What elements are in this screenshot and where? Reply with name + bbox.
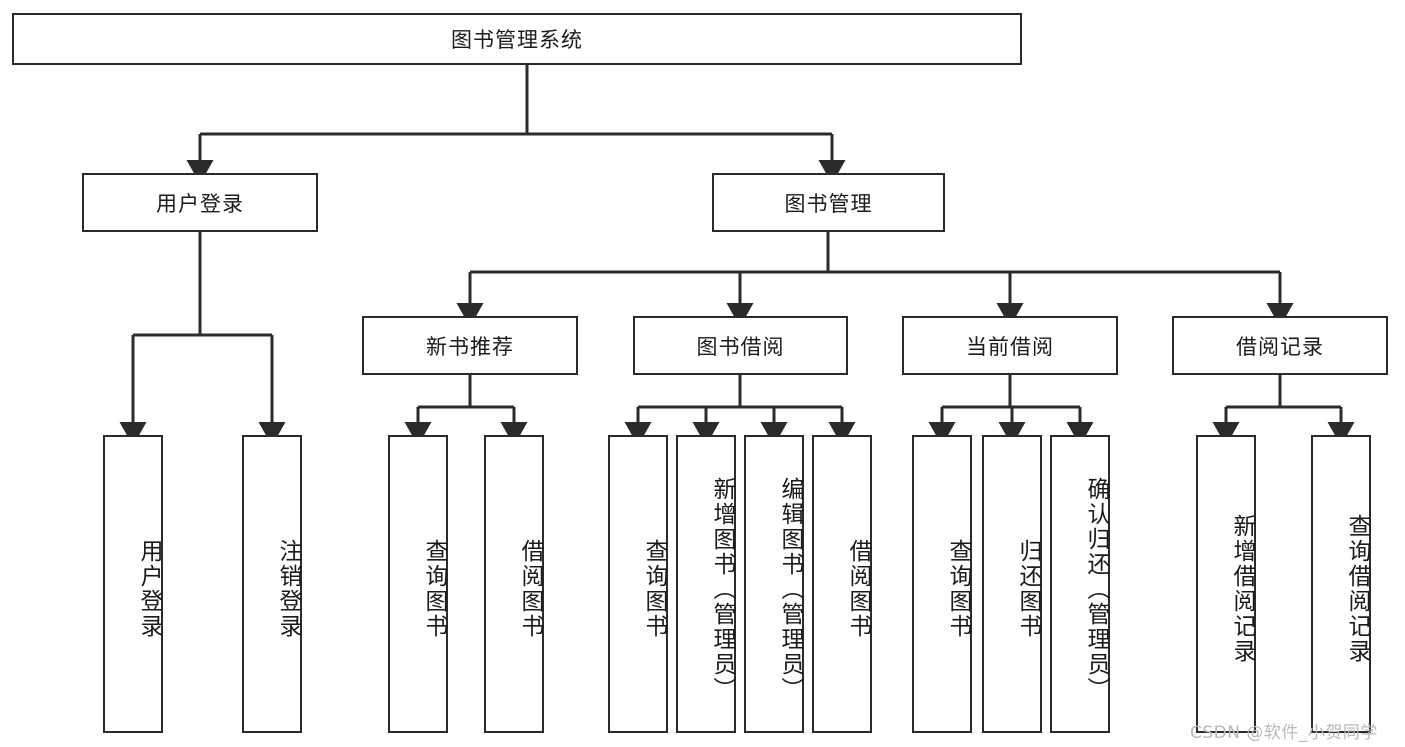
node-label: 借阅图书 [845,539,871,639]
node-leaf-5[interactable]: 新增图书（管理员） [676,435,736,733]
node-label: 当前借阅 [966,334,1054,359]
node-level3-2[interactable]: 当前借阅 [902,316,1118,375]
node-label: 新书推荐 [426,334,514,359]
node-label: 注销登录 [275,539,301,639]
node-label: 新增图书（管理员） [709,476,735,702]
node-root-system[interactable]: 图书管理系统 [12,13,1022,65]
node-label: 图书管理 [784,191,873,216]
node-level3-1[interactable]: 图书借阅 [633,316,848,375]
node-label: 查询图书 [421,539,447,639]
node-label: 借阅图书 [517,539,543,639]
node-leaf-3[interactable]: 借阅图书 [484,435,544,733]
node-leaf-9[interactable]: 归还图书 [982,435,1042,733]
node-label: 查询图书 [641,539,667,639]
node-leaf-7[interactable]: 借阅图书 [812,435,872,733]
node-level2-1[interactable]: 图书管理 [712,173,945,232]
node-label: 查询借阅记录 [1344,514,1370,664]
node-label: 用户登录 [136,539,162,639]
node-level3-3[interactable]: 借阅记录 [1172,316,1388,375]
node-leaf-0[interactable]: 用户登录 [103,435,163,733]
node-label: 图书借阅 [696,334,785,359]
node-label: 新增借阅记录 [1229,514,1255,664]
node-label: 编辑图书（管理员） [777,476,803,702]
node-leaf-10[interactable]: 确认归还（管理员） [1050,435,1110,733]
node-label: 归还图书 [1015,539,1041,639]
node-label: 确认归还（管理员） [1083,476,1109,702]
node-label: 图书管理系统 [451,28,583,52]
node-label: 借阅记录 [1236,334,1324,359]
node-leaf-2[interactable]: 查询图书 [388,435,448,733]
node-level2-0[interactable]: 用户登录 [82,173,318,232]
node-leaf-8[interactable]: 查询图书 [912,435,972,733]
node-leaf-12[interactable]: 查询借阅记录 [1311,435,1371,733]
node-level3-0[interactable]: 新书推荐 [362,316,578,375]
node-leaf-11[interactable]: 新增借阅记录 [1196,435,1256,733]
node-leaf-1[interactable]: 注销登录 [242,435,302,733]
csdn-watermark: CSDN @软件_小贺同学 [1190,723,1378,743]
node-leaf-4[interactable]: 查询图书 [608,435,668,733]
node-leaf-6[interactable]: 编辑图书（管理员） [744,435,804,733]
node-label: 用户登录 [156,191,244,216]
node-label: 查询图书 [945,539,971,639]
